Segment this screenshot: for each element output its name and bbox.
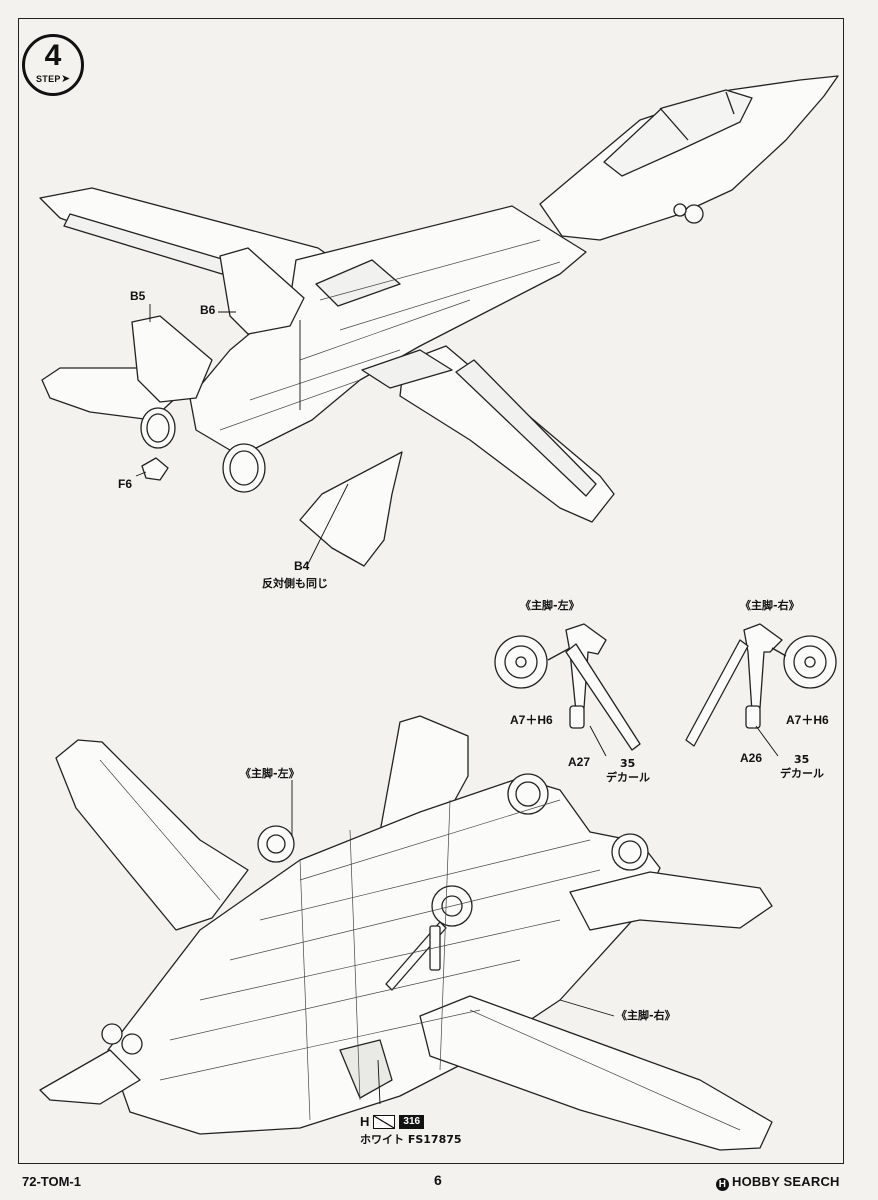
- lower-left-wing: [55, 739, 249, 931]
- callout-gear-left: 《主脚-左》: [240, 767, 300, 780]
- page-number: 6: [434, 1172, 442, 1188]
- lower-fuselage: [107, 777, 661, 1135]
- callout-gear-right: 《主脚-右》: [616, 1009, 676, 1022]
- paint-name: ホワイト FS17875: [360, 1133, 462, 1146]
- label-b4: B4: [294, 559, 310, 573]
- upper-left-wing-flap: [63, 213, 233, 275]
- step-badge: 4 STEP ➤: [22, 34, 84, 96]
- label-b6: B6: [200, 303, 216, 317]
- model-code: 72-TOM-1: [22, 1174, 81, 1189]
- decal-number-right: 35: [794, 753, 810, 766]
- paint-swatch-icon: [373, 1114, 396, 1129]
- installed-nose-gear: [101, 1023, 123, 1045]
- label-a7h6-left: A7＋H6: [510, 713, 553, 727]
- paint-callout: H 316: [360, 1114, 425, 1129]
- decal-label-left: デカール: [606, 771, 650, 784]
- right-gear-strut: [743, 623, 783, 713]
- ventral-fin-b4: [299, 451, 403, 567]
- step-number: 4: [44, 39, 62, 72]
- label-a26: A26: [740, 751, 763, 765]
- vertical-tail-b6: [219, 247, 305, 335]
- decal-number-left: 35: [620, 757, 636, 770]
- brand-logo-icon: H: [716, 1178, 729, 1191]
- step-word: STEP: [36, 74, 61, 84]
- brand-name: HOBBY SEARCH: [732, 1174, 840, 1189]
- lower-nose: [39, 1049, 141, 1105]
- paint-letter: H: [360, 1114, 370, 1129]
- canopy: [603, 89, 753, 177]
- vertical-tail-b5: [131, 315, 213, 403]
- part-f6: [141, 457, 169, 481]
- label-f6: F6: [118, 477, 133, 491]
- note-same-opposite-side: 反対側も同じ: [262, 577, 328, 590]
- upper-right-wing-flap: [455, 359, 597, 497]
- lower-right-wing: [419, 995, 773, 1151]
- label-b5: B5: [130, 289, 146, 303]
- decal-label-right: デカール: [780, 767, 824, 780]
- lower-right-stabilizer: [569, 871, 773, 931]
- nose-wheel: [684, 204, 704, 224]
- upper-fuselage-center: [189, 205, 587, 457]
- title-main-gear-right: 《主脚-右》: [740, 599, 800, 612]
- airplane-arrow-icon: ➤: [61, 73, 71, 85]
- title-main-gear-left: 《主脚-左》: [520, 599, 580, 612]
- label-a27: A27: [568, 755, 591, 769]
- paint-code: 316: [399, 1114, 425, 1129]
- label-a7h6-right: A7＋H6: [786, 713, 829, 727]
- page-frame: [18, 18, 844, 1164]
